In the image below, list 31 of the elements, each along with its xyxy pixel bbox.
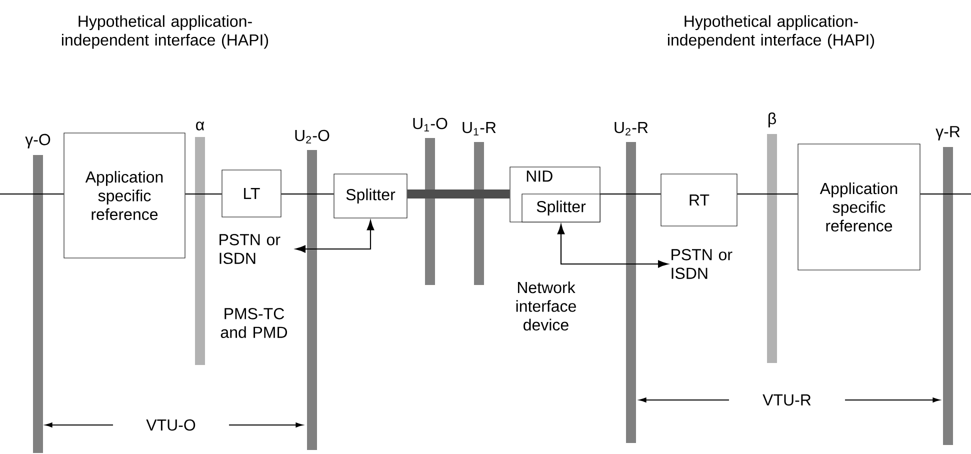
endpoint-text: PSTN or ISDN (220, 234, 280, 264)
endpoint-text: PSTN or ISDN (672, 249, 732, 279)
bar-label: α (196, 122, 204, 130)
bar-label: γ-R (936, 126, 960, 140)
bar-label: U$_{1}$-R (462, 122, 496, 136)
process-box: Application specific reference (798, 144, 920, 270)
bar-label: U$_{1}$-O (413, 118, 448, 132)
connector-line (407, 190, 510, 198)
interface-note: PMS-TC and PMD (220, 308, 288, 338)
process-box: Application specific reference (64, 132, 186, 258)
bar-label: β (768, 112, 776, 128)
interface-note: Network interface device (516, 281, 576, 331)
interface-note: Hypothetical application-independent interface (HAPI) (62, 15, 268, 49)
dimension-label: VTU-O (146, 419, 196, 431)
connector-line (557, 224, 668, 268)
connector-line (920, 193, 971, 195)
process-box: RT (660, 174, 738, 226)
connector-line (281, 193, 334, 195)
bar-label: U$_{2}$-O (295, 130, 330, 144)
process-box: LT (222, 170, 282, 218)
connector-line (737, 193, 798, 195)
connector-line (600, 193, 661, 195)
dimension-label: VTU-R (762, 394, 811, 406)
process-box: Splitter (334, 174, 408, 218)
bar-label: γ-O (25, 134, 50, 148)
connector-line (295, 220, 374, 253)
connector-line (185, 193, 222, 195)
inner-box: Splitter (522, 194, 600, 222)
interface-note: Hypothetical application-independent interface (HAPI) (668, 15, 874, 49)
connector-line (0, 193, 64, 195)
bar-label: U$_{2}$-R (614, 122, 648, 136)
